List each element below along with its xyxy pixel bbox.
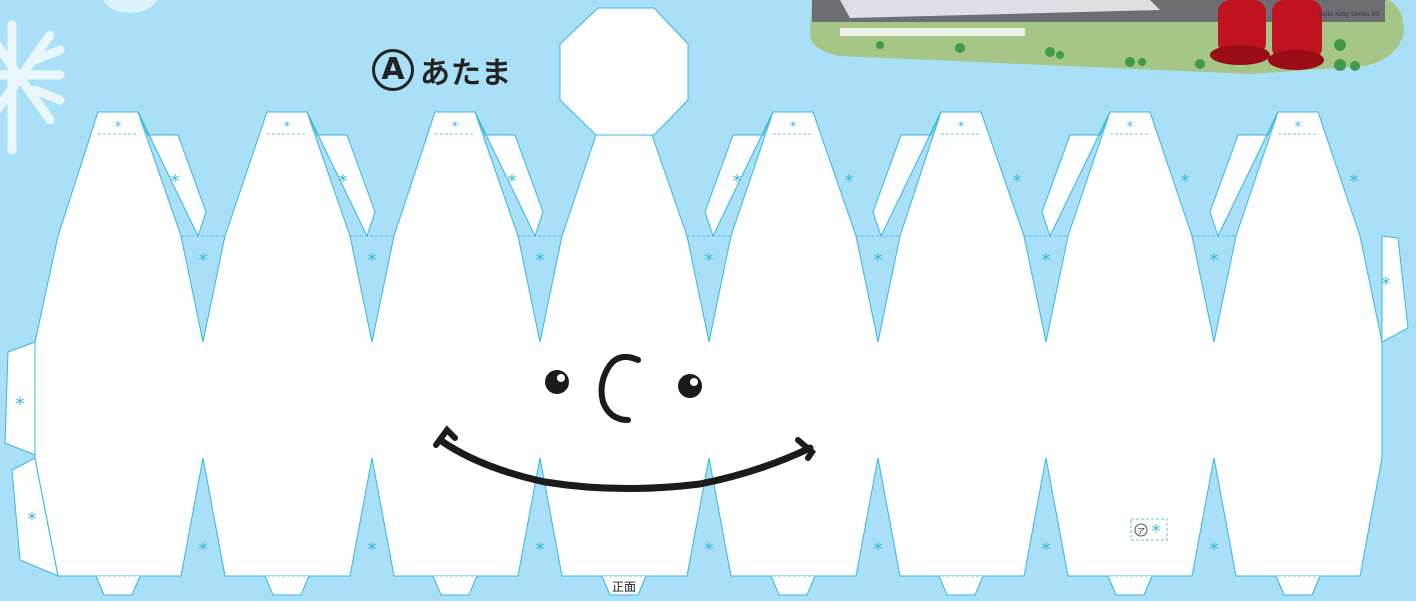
- side-flap: [306, 111, 376, 238]
- part-title: A あたま: [372, 48, 512, 92]
- glue-mark: *: [790, 120, 797, 135]
- bottom-tab: [264, 575, 310, 596]
- marker-a: ア *: [1130, 518, 1168, 542]
- glue-mark: *: [1013, 171, 1022, 192]
- glue-mark: *: [845, 171, 854, 192]
- marker-label: ア: [1137, 527, 1145, 536]
- side-flap: [704, 111, 774, 238]
- bottom-tab: [1107, 575, 1153, 596]
- right-eye: [678, 374, 702, 398]
- glue-mark: *: [733, 171, 742, 192]
- side-flap: [137, 111, 207, 238]
- bottom-tabs: [95, 575, 1321, 596]
- marker-glue-mark: *: [1152, 521, 1161, 542]
- bottom-tab: [938, 575, 984, 596]
- glue-mark: *: [1295, 120, 1302, 135]
- side-flaps: [137, 111, 1279, 238]
- glue-mark: *: [1042, 539, 1051, 560]
- top-tab: [559, 7, 689, 136]
- glue-mark: *: [1382, 274, 1391, 295]
- glue-mark: *: [958, 120, 965, 135]
- glue-mark: *: [705, 539, 714, 560]
- glue-mark: *: [874, 539, 883, 560]
- glue-mark: *: [452, 120, 459, 135]
- side-flap: [474, 111, 544, 238]
- glue-mark: *: [536, 250, 545, 271]
- glue-mark: *: [1042, 250, 1051, 271]
- glue-mark: *: [874, 250, 883, 271]
- glue-mark: *: [1210, 539, 1219, 560]
- glue-mark: *: [339, 171, 348, 192]
- glue-mark: *: [1181, 171, 1190, 192]
- glue-mark: *: [16, 394, 25, 415]
- bottom-tab: [601, 575, 647, 596]
- glue-mark: *: [115, 120, 122, 135]
- bottom-tab: [770, 575, 816, 596]
- head-pattern: [4, 7, 1409, 596]
- glue-mark: *: [1350, 171, 1359, 192]
- glue-marks: * * * * * * * * * * * * * * * * * * * * * * * * * * * * * * * *: [16, 120, 1391, 560]
- glue-mark: *: [368, 539, 377, 560]
- bottom-tab: [1275, 575, 1321, 596]
- fold-line: [34, 457, 59, 577]
- glue-mark: *: [368, 250, 377, 271]
- product-photo: Hello Kitty Series HS: [809, 0, 1404, 74]
- part-title-text: あたま: [420, 56, 513, 91]
- part-letter-badge: A: [372, 49, 414, 91]
- glue-mark: *: [171, 171, 180, 192]
- front-label: 正面: [612, 580, 636, 594]
- side-flap: [872, 111, 942, 238]
- side-flap: [1041, 111, 1111, 238]
- glue-mark: *: [705, 250, 714, 271]
- snowflake-icon: [0, 20, 65, 155]
- fold-lines: [34, 133, 1383, 577]
- glue-mark: *: [1210, 250, 1219, 271]
- glue-mark: *: [508, 171, 517, 192]
- glue-mark: *: [199, 250, 208, 271]
- left-eye: [545, 370, 569, 394]
- nose: [598, 353, 641, 423]
- glue-mark: *: [536, 539, 545, 560]
- bottom-tab: [95, 575, 141, 596]
- head-body-outline: [34, 111, 1383, 577]
- mouth: [436, 436, 814, 493]
- bottom-tab: [432, 575, 478, 596]
- side-flap: [1209, 111, 1279, 238]
- glue-mark: *: [1127, 120, 1134, 135]
- glue-mark: *: [199, 539, 208, 560]
- face: [433, 353, 816, 493]
- photo-caption: Hello Kitty Series HS: [1318, 11, 1380, 18]
- glue-mark: *: [28, 509, 37, 530]
- glue-mark: *: [284, 120, 291, 135]
